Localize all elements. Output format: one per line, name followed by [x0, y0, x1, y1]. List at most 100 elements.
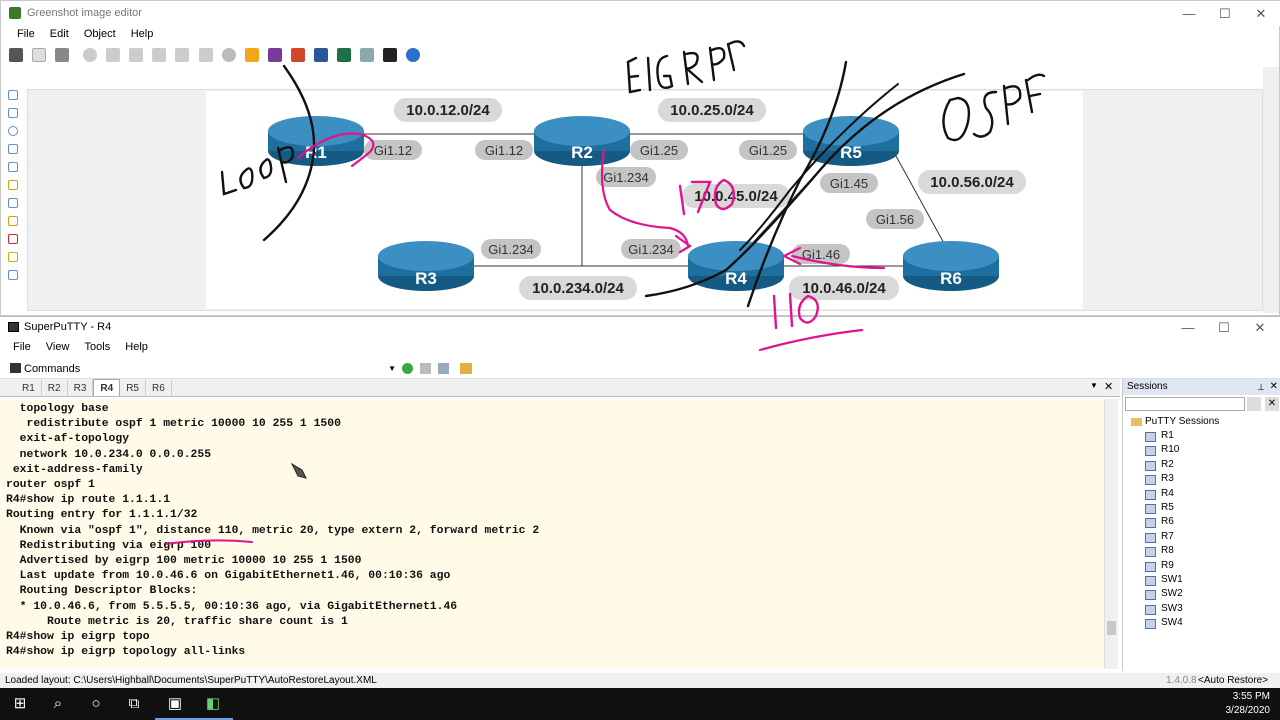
greenshot-scrollbar[interactable] [1263, 67, 1279, 313]
if-r2-gi125: Gi1.25 [630, 140, 688, 160]
sessions-close-icon[interactable]: ✕ [1269, 381, 1278, 392]
session-item[interactable]: R10 [1123, 443, 1280, 457]
tab-r2[interactable]: R2 [42, 380, 68, 397]
cut-icon[interactable] [106, 48, 121, 62]
sessions-filter-icon[interactable] [1247, 397, 1261, 411]
system-clock[interactable]: 3:55 PM 3/28/2020 [1210, 690, 1271, 718]
subnet-234-pill: 10.0.234.0/24 [519, 276, 637, 300]
sessions-clear-icon[interactable]: ✕ [1265, 397, 1279, 411]
sp-menu-file[interactable]: File [13, 341, 31, 353]
ellipse-tool-icon[interactable] [8, 126, 18, 136]
sp-menu-help[interactable]: Help [125, 341, 148, 353]
router-r5-label: R5 [840, 143, 862, 162]
session-item[interactable]: R9 [1123, 559, 1280, 573]
counter-tool-icon[interactable] [8, 234, 18, 244]
session-item[interactable]: R4 [1123, 487, 1280, 501]
info-icon[interactable] [383, 48, 397, 62]
command-settings-icon[interactable] [420, 363, 431, 374]
pin-icon[interactable]: ⊥ [1257, 382, 1265, 392]
tab-r3[interactable]: R3 [68, 380, 94, 397]
undo-icon[interactable] [175, 48, 190, 62]
router-r2: R2 [534, 116, 630, 166]
sessions-root[interactable]: PuTTY Sessions [1123, 415, 1280, 429]
search-icon[interactable]: ⌕ [53, 695, 63, 712]
help-icon[interactable] [406, 48, 421, 62]
terminal-line: exit-address-family [6, 463, 143, 476]
outlook-icon[interactable] [244, 48, 259, 62]
sp-maximize-button[interactable]: ☐ [1218, 320, 1230, 335]
excel-icon[interactable] [336, 48, 351, 62]
sp-menu-tools[interactable]: Tools [84, 341, 111, 353]
settings-icon[interactable] [221, 48, 236, 62]
line-tool-icon[interactable] [8, 144, 18, 154]
tab-r6[interactable]: R6 [146, 380, 172, 397]
if-r5-gi145-label: Gi1.45 [830, 176, 868, 191]
menu-file[interactable]: File [17, 28, 35, 40]
onenote-icon[interactable] [267, 48, 282, 62]
freehand-tool-icon[interactable] [8, 180, 18, 190]
save-icon[interactable] [9, 48, 23, 62]
pointer-tool-icon[interactable] [8, 90, 18, 100]
paste-icon[interactable] [152, 48, 167, 62]
folder-icon[interactable] [460, 363, 472, 374]
commands-dropdown[interactable]: Commands ▼ [8, 361, 400, 377]
session-item[interactable]: SW4 [1123, 616, 1280, 630]
minimize-button[interactable]: — [1182, 6, 1196, 21]
highlight-tool-icon[interactable] [8, 252, 18, 262]
obfuscate-tool-icon[interactable] [8, 270, 18, 280]
delete-icon[interactable] [83, 48, 98, 62]
rectangle-tool-icon[interactable] [8, 108, 18, 118]
terminal-scroll-thumb[interactable] [1107, 621, 1116, 635]
subnet-45-label: 10.0.45.0/24 [694, 188, 778, 205]
menu-edit[interactable]: Edit [49, 28, 69, 40]
text-tool-icon[interactable] [8, 198, 18, 208]
sessions-search-input[interactable] [1125, 397, 1245, 411]
menu-help[interactable]: Help [130, 28, 154, 40]
session-item[interactable]: R3 [1123, 472, 1280, 486]
session-item[interactable]: R6 [1123, 515, 1280, 529]
redo-icon[interactable] [198, 48, 213, 62]
windows-start-icon[interactable]: ⊞ [13, 695, 27, 712]
session-item[interactable]: SW3 [1123, 602, 1280, 616]
arrow-tool-icon[interactable] [8, 162, 18, 172]
tab-list-chevron-icon[interactable]: ▼ [1090, 381, 1098, 390]
sp-minimize-button[interactable]: — [1181, 320, 1195, 335]
sp-menu-view[interactable]: View [45, 341, 70, 353]
session-item[interactable]: R8 [1123, 544, 1280, 558]
powerpoint-icon[interactable] [290, 48, 305, 62]
terminal-scrollbar[interactable] [1104, 399, 1118, 669]
terminal-output[interactable]: topology base redistribute ospf 1 metric… [0, 399, 1104, 669]
tab-r5[interactable]: R5 [120, 380, 146, 397]
superputty-taskbar-icon[interactable]: ▣ [155, 688, 195, 720]
cortana-icon[interactable]: ○ [91, 695, 101, 712]
task-view-icon[interactable]: ⧉ [128, 695, 140, 712]
close-button[interactable]: ✕ [1255, 6, 1267, 21]
tab-r1[interactable]: R1 [16, 380, 42, 397]
command-edit-icon[interactable] [438, 363, 449, 374]
session-item[interactable]: R2 [1123, 458, 1280, 472]
if-r2-gi125-label: Gi1.25 [640, 143, 678, 158]
menu-object[interactable]: Object [83, 28, 116, 40]
print-icon[interactable] [55, 48, 70, 62]
session-item[interactable]: SW1 [1123, 573, 1280, 587]
export-icon[interactable] [359, 48, 374, 62]
if-r1-gi112-label: Gi1.12 [374, 143, 412, 158]
subnet-12-label: 10.0.12.0/24 [406, 102, 490, 119]
router-r4: R4 [688, 241, 784, 291]
word-icon[interactable] [313, 48, 328, 62]
tab-close-icon[interactable]: ✕ [1104, 381, 1114, 393]
speechbubble-tool-icon[interactable] [8, 216, 18, 226]
session-item[interactable]: R5 [1123, 501, 1280, 515]
sp-close-button[interactable]: ✕ [1254, 320, 1266, 335]
save-as-icon[interactable] [32, 48, 47, 62]
send-command-icon[interactable] [402, 363, 413, 374]
session-item[interactable]: SW2 [1123, 587, 1280, 601]
if-r3-gi1234: Gi1.234 [481, 239, 541, 259]
session-item[interactable]: R1 [1123, 429, 1280, 443]
maximize-button[interactable]: ☐ [1219, 6, 1231, 21]
tab-r4[interactable]: R4 [93, 379, 121, 396]
copy-icon[interactable] [129, 48, 144, 62]
session-item[interactable]: R7 [1123, 530, 1280, 544]
greenshot-taskbar-icon[interactable]: ◧ [193, 688, 233, 720]
